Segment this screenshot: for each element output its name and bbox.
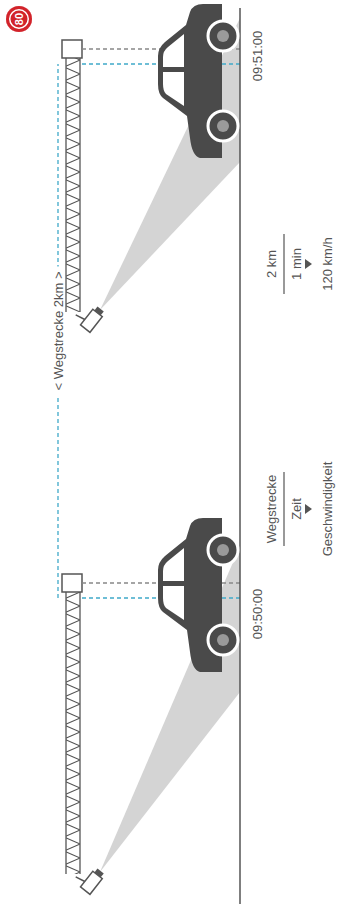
result-arrow bbox=[305, 259, 312, 269]
sign-number: 80 bbox=[14, 13, 25, 25]
timestamp: 09:51:00 bbox=[251, 31, 264, 82]
truss-chord bbox=[65, 592, 66, 874]
formula-numerator: Wegstrecke bbox=[265, 475, 278, 543]
distance-label: < Wegstrecke 2km > bbox=[52, 267, 65, 396]
formula-denominator: 1 min bbox=[290, 248, 303, 280]
gantry-head bbox=[62, 574, 82, 592]
car bbox=[158, 4, 238, 158]
formula-numerator: 2 km bbox=[265, 250, 278, 278]
gantry-head bbox=[62, 40, 82, 58]
road-line bbox=[239, 8, 241, 904]
speed-limit-sign: 80 bbox=[6, 6, 32, 32]
fraction-bar bbox=[283, 472, 284, 546]
truss-chord bbox=[79, 592, 80, 874]
gantry bbox=[62, 40, 105, 332]
formula-denominator: Zeit bbox=[290, 498, 303, 520]
truss-infill bbox=[66, 58, 80, 312]
truss-chord bbox=[65, 58, 66, 312]
truss-chord bbox=[79, 58, 80, 312]
camera-symbol bbox=[73, 299, 106, 332]
truss-infill bbox=[66, 592, 80, 874]
gantry bbox=[62, 574, 105, 894]
camera-symbol bbox=[73, 861, 106, 894]
fraction-bar bbox=[283, 234, 284, 294]
car bbox=[158, 518, 238, 672]
timestamp: 09:50:00 bbox=[251, 589, 264, 640]
formula-result: Geschwindigkeit bbox=[321, 462, 334, 557]
result-arrow bbox=[305, 504, 312, 514]
formula-result: 120 km/h bbox=[321, 237, 334, 290]
